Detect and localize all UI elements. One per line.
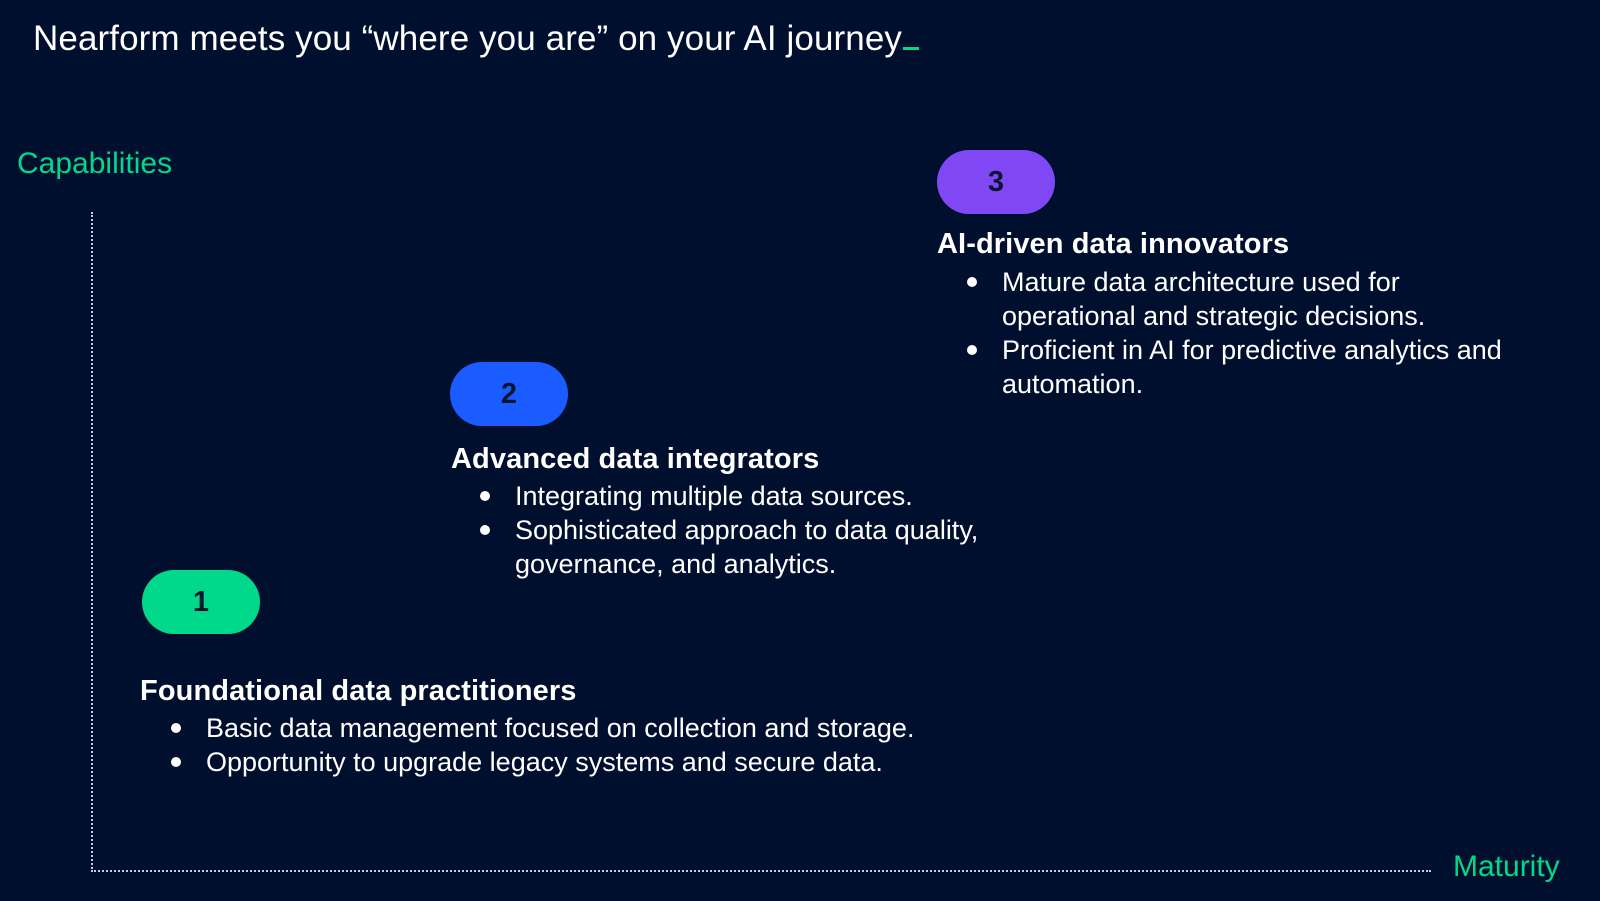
slide-title-text: Nearform meets you “where you are” on yo… xyxy=(33,19,903,58)
stage-3-bullet: Proficient in AI for predictive analytic… xyxy=(938,333,1538,401)
cursor-underscore xyxy=(903,47,920,50)
stage-2-bullets: Integrating multiple data sources. Sophi… xyxy=(451,479,1051,581)
y-axis-label: Capabilities xyxy=(17,147,173,180)
stage-1-bullet: Opportunity to upgrade legacy systems an… xyxy=(142,745,1042,779)
stage-3-title: AI-driven data innovators xyxy=(937,228,1290,260)
stage-1-bullets: Basic data management focused on collect… xyxy=(142,711,1042,779)
stage-1-badge: 1 xyxy=(142,570,260,634)
stage-1-title: Foundational data practitioners xyxy=(140,675,577,707)
stage-2-bullet: Integrating multiple data sources. xyxy=(451,479,1051,513)
stage-2-badge: 2 xyxy=(450,362,568,426)
y-axis-line xyxy=(91,212,93,872)
stage-2-bullet: Sophisticated approach to data quality, … xyxy=(451,513,1051,581)
stage-2-title: Advanced data integrators xyxy=(451,443,820,475)
stage-3-badge: 3 xyxy=(937,150,1055,214)
x-axis-label: Maturity xyxy=(1453,850,1560,883)
slide-title: Nearform meets you “where you are” on yo… xyxy=(33,19,920,59)
stage-1-bullet: Basic data management focused on collect… xyxy=(142,711,1042,745)
stage-3-bullets: Mature data architecture used for operat… xyxy=(938,265,1538,401)
x-axis-line xyxy=(91,870,1431,872)
stage-3-bullet: Mature data architecture used for operat… xyxy=(938,265,1538,333)
